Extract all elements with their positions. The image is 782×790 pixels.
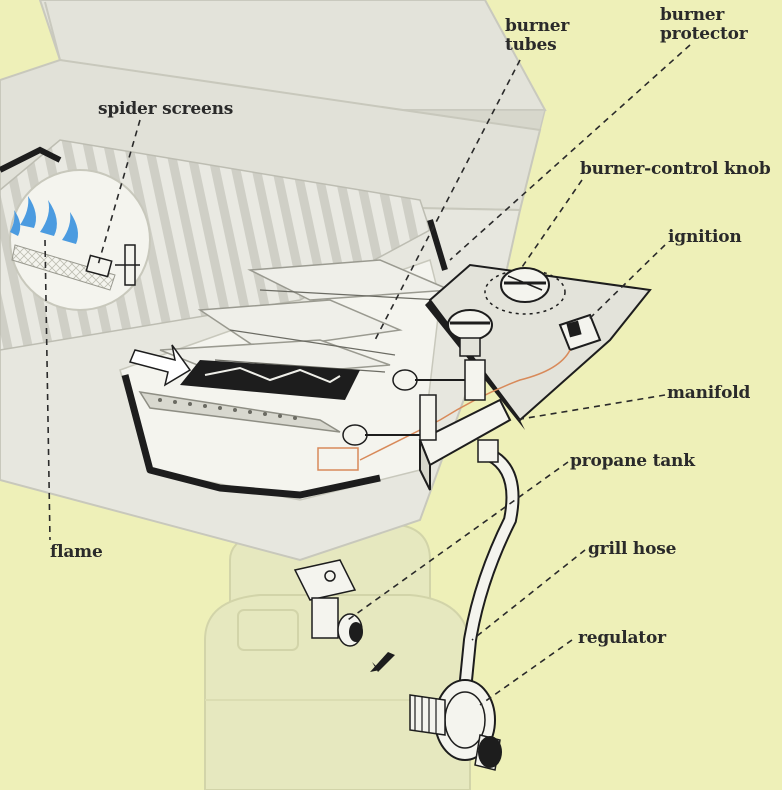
label-burner-protector: burner protector <box>660 5 748 44</box>
flame-icon <box>10 196 78 244</box>
leader-manifold <box>514 394 666 421</box>
regulator <box>409 679 502 771</box>
tank-valve <box>293 559 395 672</box>
spider-screen-inset <box>9 169 151 311</box>
burner-tube <box>138 360 360 433</box>
leader-ignition <box>587 244 666 321</box>
leader-propane-tank <box>344 461 569 623</box>
label-propane-tank: propane tank <box>570 451 695 471</box>
label-burner-control-knob: burner-control knob <box>580 159 771 179</box>
label-regulator: regulator <box>578 628 666 648</box>
connection-arrow <box>370 652 395 672</box>
leader-lines <box>44 44 691 706</box>
label-flame: flame <box>50 542 103 562</box>
burner-control-knob <box>447 267 550 357</box>
label-grill-hose: grill hose <box>588 539 677 559</box>
leader-burner-tubes <box>374 59 521 341</box>
leader-spider-screens <box>97 119 141 266</box>
leader-regulator <box>479 639 573 706</box>
label-burner-tubes: burner tubes <box>505 16 570 55</box>
ignition-button <box>317 313 602 471</box>
leader-grill-hose <box>471 549 586 641</box>
label-manifold: manifold <box>667 383 751 403</box>
leader-burner-control-knob <box>519 179 583 271</box>
grill-hose <box>458 439 520 697</box>
leader-burner-protector <box>449 44 691 261</box>
manifold <box>342 359 512 491</box>
label-spider-screens: spider screens <box>98 99 234 119</box>
label-ignition: ignition <box>668 227 742 247</box>
inset-arrow <box>128 344 192 387</box>
